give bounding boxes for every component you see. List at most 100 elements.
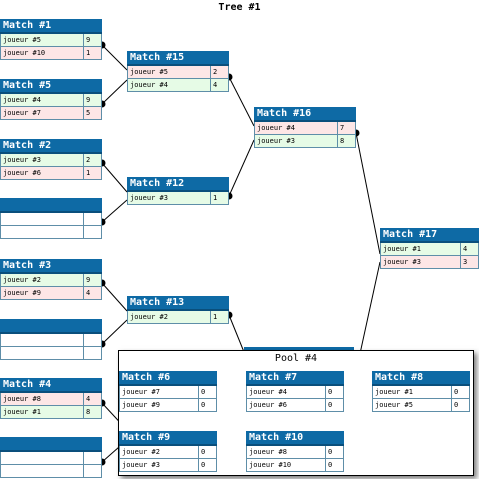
pool-match-card-8[interactable]: Match #8 joueur #1 0 joueur #5 0 (372, 371, 470, 412)
match-card-13[interactable]: Match #13 joueur #2 1 (127, 296, 229, 324)
match-card-2[interactable]: Match #2 joueur #3 2 joueur #6 1 (0, 139, 102, 180)
pool-match-card-7[interactable]: Match #7 joueur #4 0 joueur #6 0 (246, 371, 344, 412)
player-name: joueur #7 (122, 388, 160, 396)
player-score: 0 (325, 446, 343, 458)
player-name: joueur #3 (3, 156, 41, 164)
player-row: joueur #4 0 (246, 386, 344, 399)
player-row: joueur #7 0 (119, 386, 217, 399)
player-score: 0 (451, 386, 469, 398)
player-row: joueur #9 0 (119, 399, 217, 412)
match-title: Match #8 (372, 371, 470, 386)
player-name: joueur #10 (3, 49, 46, 57)
player-score: 4 (460, 243, 478, 255)
player-row: joueur #2 0 (119, 446, 217, 459)
match-card-3[interactable]: Match #3 joueur #2 9 joueur #9 4 (0, 259, 102, 300)
player-row (0, 465, 102, 478)
match-card-17[interactable]: Match #17 joueur #1 4 joueur #3 3 (380, 228, 479, 269)
player-name: joueur #2 (122, 448, 160, 456)
player-score: 9 (83, 94, 101, 106)
match-title (0, 198, 102, 213)
player-row: joueur #8 0 (246, 446, 344, 459)
player-score: 1 (210, 311, 228, 323)
player-row: joueur #3 8 (254, 135, 356, 148)
match-title: Match #1 (0, 19, 102, 34)
player-name: joueur #4 (3, 96, 41, 104)
player-row (0, 452, 102, 465)
player-score: 2 (83, 154, 101, 166)
match-title: Match #12 (127, 177, 229, 192)
player-score: 0 (325, 459, 343, 471)
player-score: 0 (325, 399, 343, 411)
player-score: 0 (451, 399, 469, 411)
match-title: Match #5 (0, 79, 102, 94)
player-row: joueur #3 1 (127, 192, 229, 205)
player-score: 0 (198, 399, 216, 411)
player-name: joueur #3 (122, 461, 160, 469)
player-row: joueur #3 3 (380, 256, 479, 269)
pool-match-card-6[interactable]: Match #6 joueur #7 0 joueur #9 0 (119, 371, 217, 412)
player-row: joueur #2 9 (0, 274, 102, 287)
player-score: 0 (198, 386, 216, 398)
player-row: joueur #8 4 (0, 393, 102, 406)
player-name: joueur #1 (3, 408, 41, 416)
player-row (0, 334, 102, 347)
match-card-16[interactable]: Match #16 joueur #4 7 joueur #3 8 (254, 107, 356, 148)
match-card-empty[interactable] (0, 319, 102, 360)
player-score: 2 (210, 66, 228, 78)
player-row (0, 226, 102, 239)
match-card-15[interactable]: Match #15 joueur #5 2 joueur #4 4 (127, 51, 229, 92)
match-title: Match #4 (0, 378, 102, 393)
player-row: joueur #6 1 (0, 167, 102, 180)
pool-popup[interactable]: Pool #4 Match #6 joueur #7 0 joueur #9 0… (118, 350, 474, 476)
player-name: joueur #5 (3, 36, 41, 44)
pool-title: Pool #4 (274, 353, 318, 364)
player-score: 4 (83, 393, 101, 405)
player-name: joueur #2 (130, 313, 168, 321)
player-name: joueur #8 (249, 448, 287, 456)
match-card-12[interactable]: Match #12 joueur #3 1 (127, 177, 229, 205)
player-row: joueur #5 9 (0, 34, 102, 47)
player-name: joueur #5 (375, 401, 413, 409)
pool-match-card-10[interactable]: Match #10 joueur #8 0 joueur #10 0 (246, 431, 344, 472)
match-card-empty[interactable] (0, 437, 102, 478)
player-row (0, 213, 102, 226)
match-title: Match #2 (0, 139, 102, 154)
player-row: joueur #3 0 (119, 459, 217, 472)
match-card-4[interactable]: Match #4 joueur #8 4 joueur #1 8 (0, 378, 102, 419)
player-name: joueur #9 (3, 289, 41, 297)
match-title: Match #7 (246, 371, 344, 386)
player-name: joueur #4 (257, 124, 295, 132)
player-row: joueur #1 4 (380, 243, 479, 256)
player-name: joueur #2 (3, 276, 41, 284)
match-title: Match #17 (380, 228, 479, 243)
player-name: joueur #7 (3, 109, 41, 117)
player-score: 3 (460, 256, 478, 268)
match-title (0, 437, 102, 452)
player-score: 0 (325, 386, 343, 398)
match-card-1[interactable]: Match #1 joueur #5 9 joueur #10 1 (0, 19, 102, 60)
player-score: 7 (337, 122, 355, 134)
player-name: joueur #3 (130, 194, 168, 202)
player-score: 9 (83, 34, 101, 46)
match-title: Match #13 (127, 296, 229, 311)
player-score: 8 (83, 406, 101, 418)
match-card-empty[interactable] (0, 198, 102, 239)
player-name: joueur #1 (383, 245, 421, 253)
player-name: joueur #5 (130, 68, 168, 76)
player-row: joueur #3 2 (0, 154, 102, 167)
player-name: joueur #3 (383, 258, 421, 266)
match-title: Match #6 (119, 371, 217, 386)
tree-title: Tree #1 (218, 2, 261, 13)
player-row (0, 347, 102, 360)
player-name: joueur #4 (130, 81, 168, 89)
player-score: 4 (83, 287, 101, 299)
match-card-5[interactable]: Match #5 joueur #4 9 joueur #7 5 (0, 79, 102, 120)
pool-match-card-9[interactable]: Match #9 joueur #2 0 joueur #3 0 (119, 431, 217, 472)
player-name: joueur #10 (249, 461, 292, 469)
player-score: 8 (337, 135, 355, 147)
player-score: 5 (83, 107, 101, 119)
player-name: joueur #3 (257, 137, 295, 145)
player-row: joueur #6 0 (246, 399, 344, 412)
player-row: joueur #7 5 (0, 107, 102, 120)
